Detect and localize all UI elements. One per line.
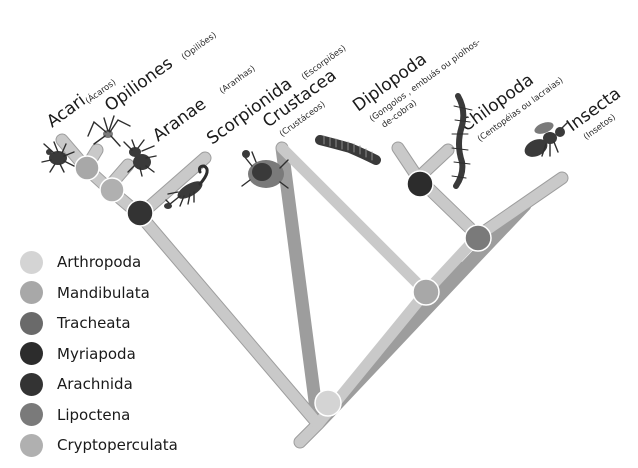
legend-swatch — [20, 281, 43, 305]
legend-swatch — [20, 250, 43, 274]
node-mandibulata — [412, 278, 440, 306]
branch-insecta — [472, 172, 568, 242]
legend-swatch — [20, 311, 43, 335]
millipede-icon — [315, 135, 381, 165]
scorpion-icon — [164, 164, 209, 209]
legend-item-myriapoda: Myriapoda — [20, 339, 178, 370]
branch-chelicerata — [134, 209, 324, 430]
legend-item-arachnida: Arachnida — [20, 369, 178, 400]
legend-label: Cryptoperculata — [57, 436, 178, 455]
legend-item-lipoctena: Lipoctena — [20, 400, 178, 431]
legend-swatch — [20, 372, 43, 396]
centipede-icon — [451, 93, 473, 189]
legend-label: Myriapoda — [57, 344, 136, 363]
node-lipoctena — [99, 177, 125, 203]
node-myriapoda — [406, 170, 434, 198]
legend-item-mandibulata: Mandibulata — [20, 278, 178, 309]
legend-label: Mandibulata — [57, 283, 150, 302]
legend-label: Arachnida — [57, 375, 133, 394]
bee-icon — [524, 121, 569, 157]
node-arachnida — [126, 199, 154, 227]
legend-item-tracheata: Tracheata — [20, 308, 178, 339]
node-tracheata — [464, 224, 492, 252]
harvestman-icon — [87, 115, 131, 147]
legend-label: Lipoctena — [57, 405, 131, 424]
legend-label: Tracheata — [57, 314, 131, 333]
legend: Arthropoda Mandibulata Tracheata Myriapo… — [20, 247, 178, 461]
node-arthropoda — [314, 389, 342, 417]
label-opiliones-common: (Opiliões) — [180, 30, 219, 62]
nodes — [74, 155, 492, 417]
node-cryptoperculata — [74, 155, 100, 181]
legend-swatch — [20, 342, 43, 366]
crab-icon — [241, 150, 289, 189]
legend-label: Arthropoda — [57, 253, 142, 272]
label-aranae: Aranae — [149, 94, 210, 146]
label-acari: Acari — [43, 91, 89, 132]
legend-item-arthropoda: Arthropoda — [20, 247, 178, 278]
legend-swatch — [20, 403, 43, 427]
spider-icon — [123, 139, 157, 177]
legend-item-cryptoperculata: Cryptoperculata — [20, 430, 178, 461]
branch-crustacea — [276, 142, 432, 298]
label-aranae-common: (Aranhas) — [218, 64, 258, 97]
legend-swatch — [20, 433, 43, 457]
tick-icon — [41, 141, 75, 173]
